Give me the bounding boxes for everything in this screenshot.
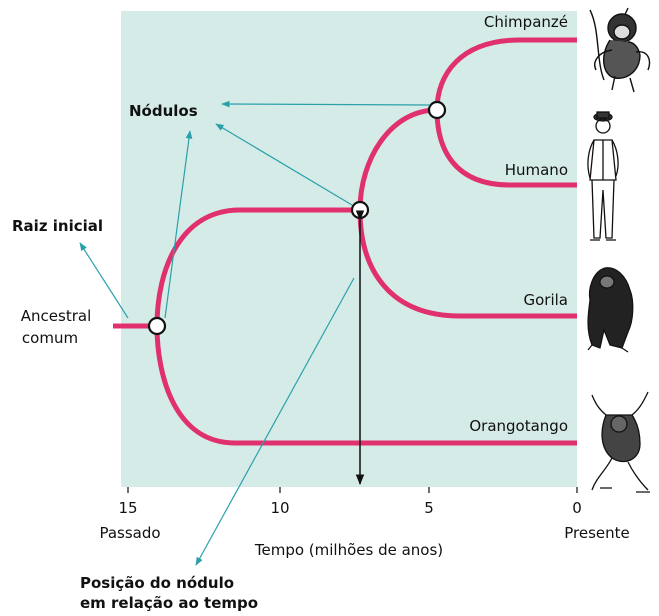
taxon-label-orangutan: Orangotango: [469, 417, 568, 435]
taxon-label-human: Humano: [505, 161, 568, 179]
callout-nodes: Nódulos: [129, 102, 198, 120]
orangutan-illustration: [592, 392, 650, 492]
time-panel: [121, 11, 577, 487]
tick-label-0: 0: [572, 499, 582, 517]
axis-left-end-label: Passado: [99, 524, 160, 542]
root-node: [149, 318, 165, 334]
human-illustration: [588, 112, 618, 240]
callout-root: Raiz inicial: [12, 217, 103, 235]
axis-right-end-label: Presente: [564, 524, 630, 542]
tick-label-5: 5: [424, 499, 434, 517]
taxon-label-gorilla: Gorila: [524, 291, 569, 309]
node-human-gorilla-chimp: [352, 202, 368, 218]
root-label-line2: comum: [22, 329, 78, 347]
gorilla-illustration: [588, 268, 633, 352]
node-human-chimp: [429, 102, 445, 118]
chimpanzee-illustration: [590, 8, 650, 92]
axis-title: Tempo (milhões de anos): [254, 541, 443, 559]
taxon-label-chimpanzee: Chimpanzé: [484, 13, 568, 31]
callout-node-time-line2: em relação ao tempo: [80, 594, 258, 612]
tick-label-10: 10: [270, 499, 289, 517]
tick-label-15: 15: [118, 499, 137, 517]
callout-node-time-line1: Posição do nódulo: [80, 574, 234, 592]
root-label-line1: Ancestral: [21, 307, 91, 325]
time-axis: [128, 487, 577, 493]
